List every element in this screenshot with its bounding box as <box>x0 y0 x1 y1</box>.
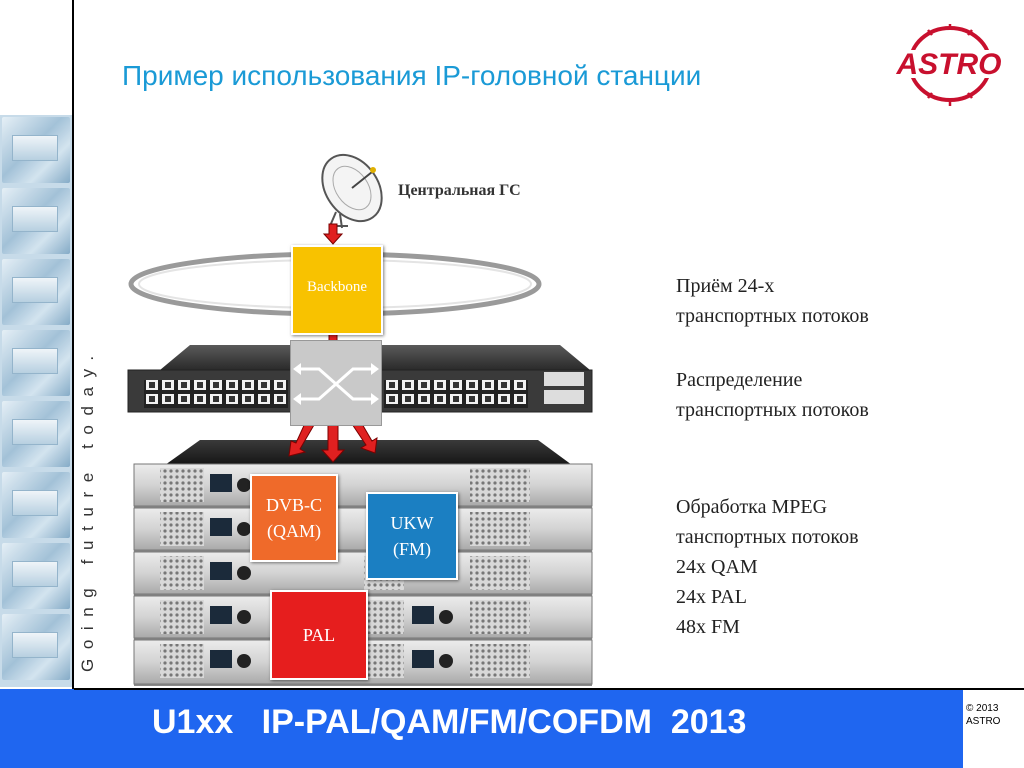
left-divider-line <box>72 0 74 752</box>
thumbnail-image <box>2 330 70 396</box>
reception-description: Приём 24-х транспортных потоков <box>676 271 869 331</box>
description-line: Приём 24-х <box>676 275 775 297</box>
copyright-line: ASTRO <box>966 716 1001 727</box>
copyright-notice: © 2013 ASTRO <box>966 702 1000 728</box>
thumbnail-image <box>2 401 70 467</box>
satellite-dish-icon <box>321 153 383 229</box>
thumbnail-image <box>2 614 70 680</box>
thumbnail-image <box>2 543 70 609</box>
ukw-label-line2: (FM) <box>392 539 431 559</box>
logo-text: ASTRO <box>896 48 1002 81</box>
central-headend-label: Центральная ГС <box>398 182 521 199</box>
ukw-label-line1: UKW <box>390 513 434 533</box>
dvbc-qam-box: DVB-C (QAM) <box>250 474 338 562</box>
page-title: Пример использования IP-головной станции <box>122 60 702 91</box>
description-line: транспортных потоков <box>676 399 869 421</box>
footer-title: U1xx IP-PAL/QAM/FM/COFDM 2013 <box>152 703 747 741</box>
thumbnail-image <box>2 188 70 254</box>
description-line: 24x PAL <box>676 586 747 608</box>
crossed-arrows-icon <box>290 340 382 426</box>
copyright-line: © 2013 <box>966 703 999 714</box>
thumbnail-image <box>2 117 70 183</box>
pal-label: PAL <box>302 624 336 645</box>
dvbc-label-line2: (QAM) <box>266 521 321 541</box>
left-thumbnail-strip <box>0 115 72 687</box>
footer-divider-line <box>74 688 1024 690</box>
distribution-description: Распределение транспортных потоков <box>676 365 869 425</box>
processing-description: Обработка MPEG тaнспортных потоков 24x Q… <box>676 492 859 642</box>
backbone-box: Backbone <box>291 245 383 335</box>
thumbnail-image <box>2 472 70 538</box>
ukw-fm-box: UKW (FM) <box>366 492 458 580</box>
description-line: 48x FM <box>676 616 740 638</box>
backbone-label: Backbone <box>307 279 367 295</box>
description-line: Обработка MPEG <box>676 496 828 518</box>
thumbnail-image <box>2 259 70 325</box>
pal-box: PAL <box>270 590 368 680</box>
dvbc-label-line1: DVB-C <box>265 495 322 515</box>
astro-logo: ASTRO <box>888 24 1010 106</box>
description-line: 24x QAM <box>676 556 758 578</box>
footer-bar <box>0 689 963 768</box>
description-line: Распределение <box>676 369 803 391</box>
description-line: транспортных потоков <box>676 305 869 327</box>
description-line: тaнспортных потоков <box>676 526 859 548</box>
